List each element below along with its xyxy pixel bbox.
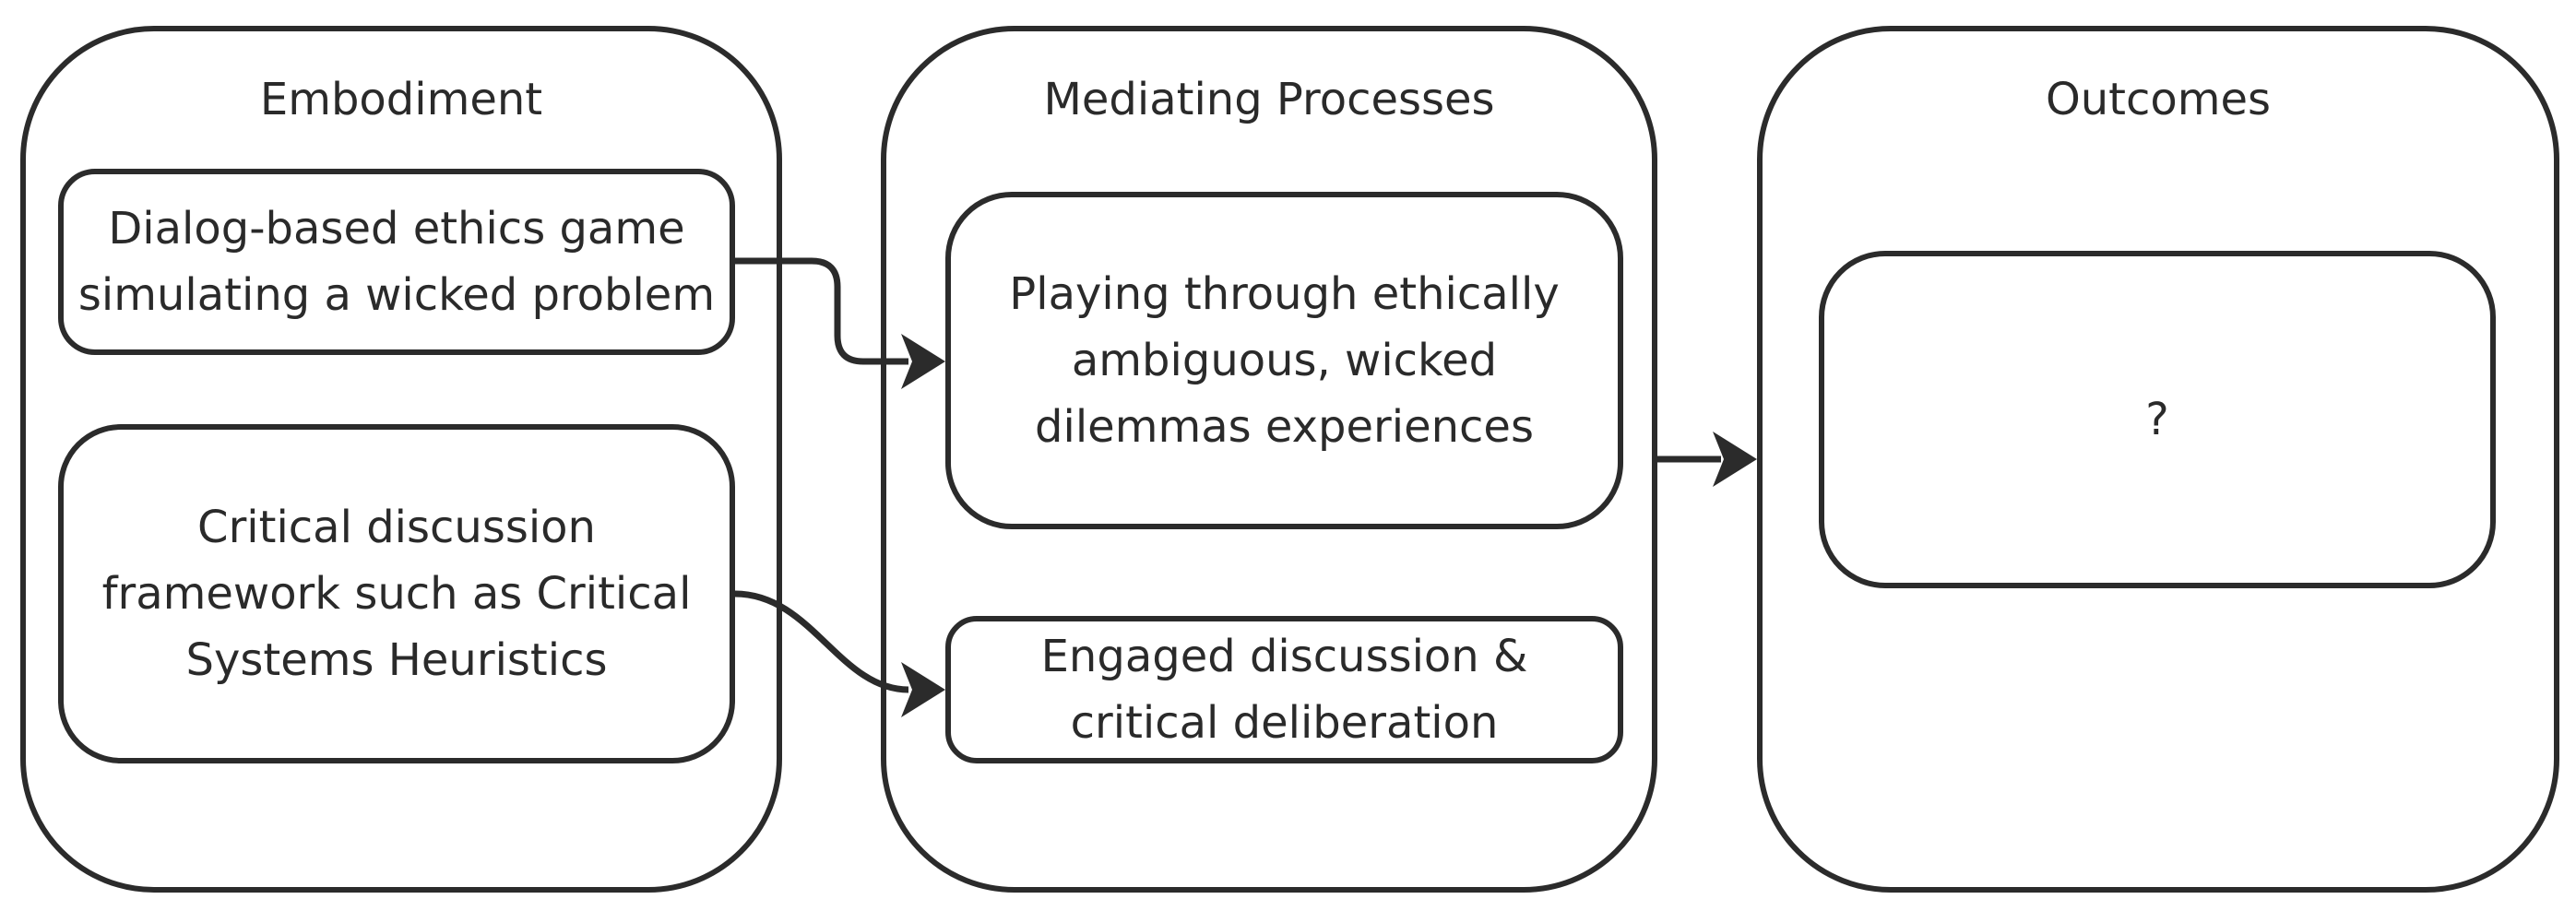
mediating-processes-title: Mediating Processes	[1043, 74, 1495, 125]
ethics-game-node: Dialog-based ethics game simulating a wi…	[58, 169, 735, 355]
embodiment-title: Embodiment	[259, 74, 543, 125]
ethics-game-label: Dialog-based ethics game simulating a wi…	[77, 203, 716, 321]
outcomes-title: Outcomes	[2045, 74, 2272, 125]
critical-framework-label: Critical discussion framework such as Cr…	[101, 502, 692, 686]
arrowhead-outcomes	[1713, 432, 1757, 487]
unknown-outcome-node: ?	[1819, 251, 2496, 588]
engaged-discussion-label: Engaged discussion & critical deliberati…	[1040, 631, 1528, 749]
unknown-outcome-label: ?	[2145, 394, 2169, 445]
engaged-discussion-node: Engaged discussion & critical deliberati…	[945, 616, 1623, 763]
critical-framework-node: Critical discussion framework such as Cr…	[58, 424, 735, 763]
playing-through-label: Playing through ethically ambiguous, wic…	[1009, 268, 1560, 453]
playing-through-node: Playing through ethically ambiguous, wic…	[945, 192, 1623, 529]
